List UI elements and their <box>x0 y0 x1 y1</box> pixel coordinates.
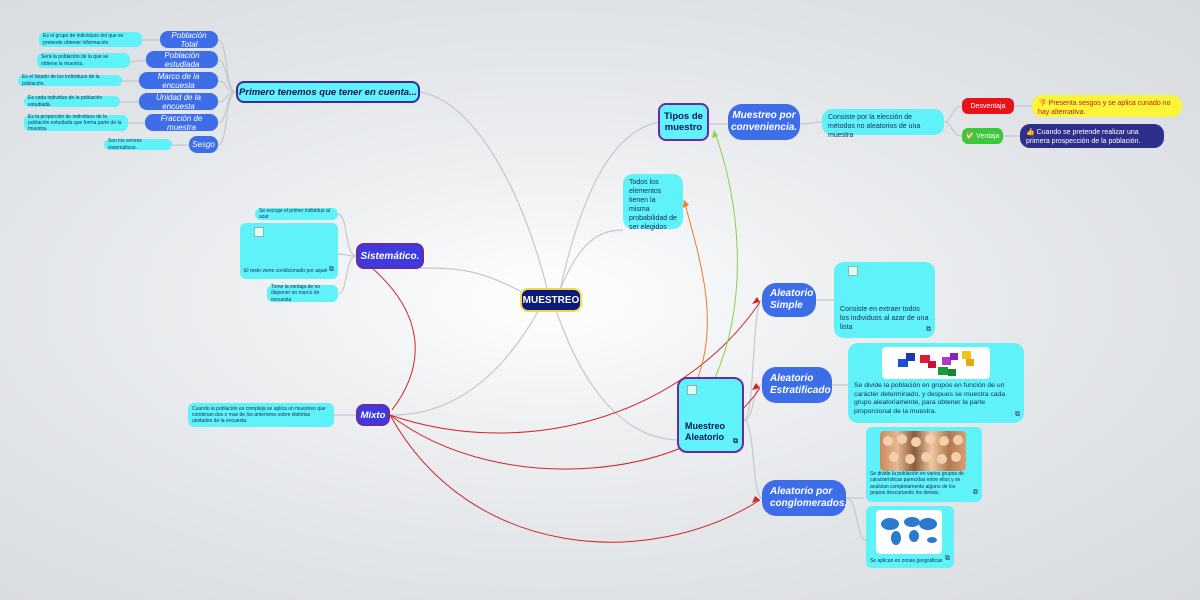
item-unidad-encuesta[interactable]: Unidad de la encuesta <box>139 93 218 111</box>
arrowhead-estrat <box>752 383 760 390</box>
note-sist-primer[interactable]: Se escoge el primer individuo al azar <box>255 208 338 220</box>
tipos-node[interactable]: Tipos de muestro <box>658 103 709 141</box>
tipos-label: Tipos de muestro <box>664 110 703 133</box>
link-root-mixto <box>391 307 541 416</box>
link-sub-notes <box>816 299 864 499</box>
link-items-notes <box>120 39 189 146</box>
attachment-icon: ⧉ <box>945 555 950 563</box>
conglomerados-label: Aleatorio por conglomerados. <box>770 486 848 509</box>
ventaja-node[interactable]: ✅ Ventaja <box>962 128 1003 144</box>
link-root-sistematico <box>419 267 523 293</box>
attachment-icon: ⧉ <box>926 325 931 333</box>
note-unidad-encuesta[interactable]: Es cada individuo de la población estudi… <box>24 95 120 108</box>
root-label: MUESTREO <box>522 294 580 306</box>
root-node[interactable]: MUESTREO <box>520 288 582 312</box>
conveniencia-node[interactable]: Muestreo por conveniencia. <box>728 104 800 140</box>
link-tipos-todos <box>559 229 624 291</box>
rel-sist-mixto <box>371 267 416 411</box>
item-sesgo[interactable]: Sesgo <box>189 136 218 153</box>
simple-node[interactable]: Aleatorio Simple <box>762 283 816 317</box>
note-ventaja[interactable]: 👍 Cuando se pretende realizar una primer… <box>1020 124 1164 148</box>
note-desventaja[interactable]: 👎 Presenta sesgos y se aplica cunado no … <box>1032 95 1182 117</box>
simple-label: Aleatorio Simple <box>770 288 814 311</box>
note-fraccion-muestra[interactable]: Es la proporción de individuos de la pob… <box>24 114 128 132</box>
image-placeholder <box>848 266 858 276</box>
link-primero-items <box>217 39 237 146</box>
attachment-icon: ⧉ <box>1015 410 1020 418</box>
aleatorio-label: Muestreo Aleatorio <box>685 420 726 442</box>
estratificado-label: Aleatorio Estratificado <box>770 373 831 396</box>
arrowhead-tipos <box>712 130 718 138</box>
rel-aleatorio-tipos <box>713 129 738 381</box>
note-poblacion-estudiada[interactable]: Será la población de la que se obtiene l… <box>37 53 130 68</box>
note-todos[interactable]: Todos los elementos tienen la misma prob… <box>623 174 683 231</box>
conglomerados-node[interactable]: Aleatorio por conglomerados. <box>762 480 848 516</box>
image-placeholder <box>687 385 697 395</box>
estratificado-node[interactable]: Aleatorio Estratificado <box>762 367 832 403</box>
world-map-image <box>876 510 942 554</box>
mixto-label: Mixto <box>360 409 386 421</box>
item-marco-encuesta[interactable]: Marco de la encuesta <box>139 72 218 90</box>
link-v-notes <box>1003 105 1032 137</box>
link-note-ventajas <box>943 105 963 137</box>
note-sist-ventaja[interactable]: Tiene la ventaja de no disponer un marco… <box>267 284 338 303</box>
link-cong-note2 <box>845 497 867 541</box>
mixto-node[interactable]: Mixto <box>356 404 390 426</box>
link-root-aleatorio <box>555 309 681 441</box>
image-placeholder <box>254 227 264 237</box>
puzzle-pieces-image <box>882 347 990 379</box>
link-root-primero <box>419 91 549 293</box>
note-poblacion-total[interactable]: Es el grupo de individuos del que se pre… <box>39 32 142 47</box>
item-fraccion-muestra[interactable]: Fracción de muestra <box>145 114 218 132</box>
sistematico-node[interactable]: Sistemático. <box>356 243 424 269</box>
primero-node[interactable]: Primero tenemos que tener en cuenta... <box>236 81 420 103</box>
rel-aleatorio-todos <box>683 199 708 381</box>
arrowhead-todos <box>683 200 689 208</box>
item-poblacion-estudiada[interactable]: Población estudiada <box>146 51 218 69</box>
note-mixto[interactable]: Cuando la población es compleja se aplic… <box>188 403 334 427</box>
note-conglomerados-1[interactable]: Se divide la población en varios grupos … <box>866 427 982 502</box>
link-root-tipos <box>559 121 661 291</box>
crowd-photo <box>880 431 966 471</box>
primero-label: Primero tenemos que tener en cuenta... <box>239 86 417 98</box>
attachment-icon: ⧉ <box>973 489 978 497</box>
note-conveniencia[interactable]: Consiste por la elección de métodos no a… <box>822 109 944 139</box>
sistematico-label: Sistemático. <box>360 250 420 262</box>
arrowhead-cong <box>752 496 760 503</box>
note-marco-encuesta[interactable]: Es el listado de los individuos de la po… <box>18 74 122 87</box>
note-sesgo[interactable]: Son los errores sistemáticos. <box>104 138 172 151</box>
note-estratificado[interactable]: Se divide la población en grupos en func… <box>848 343 1024 423</box>
attachment-icon: ⧉ <box>733 438 738 446</box>
link-aleatorio-sub <box>743 299 763 499</box>
aleatorio-node[interactable]: Muestreo Aleatorio ⧉ <box>677 377 744 453</box>
rel-mixto-simple <box>389 301 761 434</box>
desventaja-node[interactable]: Desventaja <box>962 98 1014 114</box>
link-conv-note <box>799 121 823 125</box>
note-sist-resto[interactable]: El resto viene condicionado por aquel ⧉ <box>240 223 338 279</box>
link-sist-notes <box>337 213 357 295</box>
note-simple[interactable]: Consiste en extraer todos los individuos… <box>834 262 935 338</box>
arrowhead-simple <box>752 297 760 304</box>
attachment-icon: ⧉ <box>329 266 334 274</box>
item-poblacion-total[interactable]: Población Total <box>160 31 218 49</box>
note-conglomerados-2[interactable]: Se aplican en zonas geográficas ⧉ <box>866 506 954 568</box>
conveniencia-label: Muestreo por conveniencia. <box>730 110 798 133</box>
rel-mixto-cong <box>389 414 761 543</box>
